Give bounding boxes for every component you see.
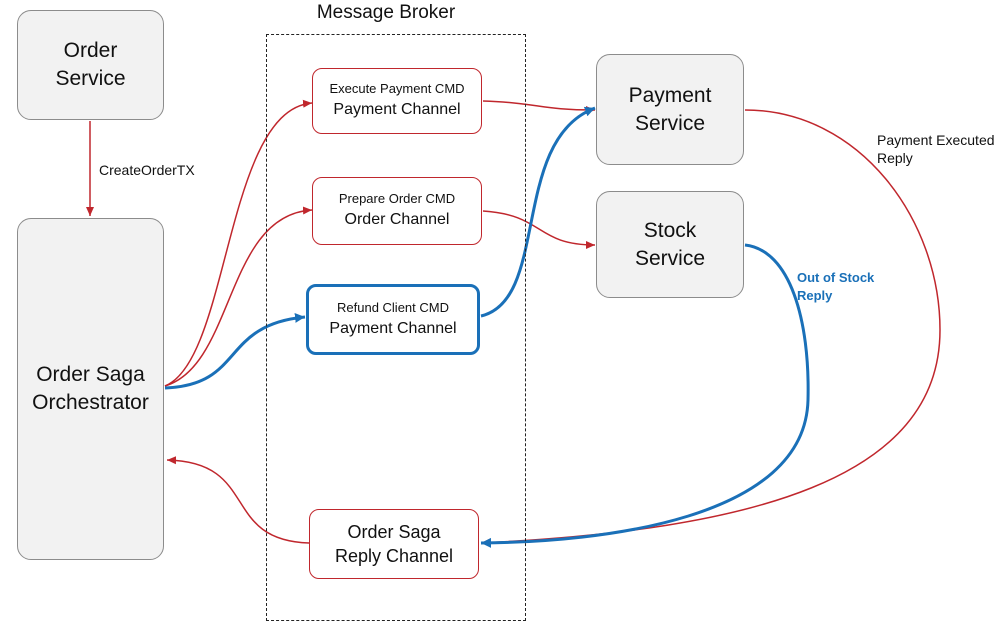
stock-reply-label-2: Reply — [797, 288, 833, 303]
execute-payment-cmd: Execute Payment CMD — [329, 81, 465, 96]
refund-client-cmd: Refund Client CMD — [337, 299, 449, 315]
payment-reply-label-1: Payment Executed — [877, 132, 995, 148]
order-service-label-1: Order — [63, 39, 118, 62]
stock-reply-label: Out of Stock Reply — [797, 269, 874, 305]
arrow-to-execute-payment — [164, 99, 313, 387]
prepare-order-channel-name: Order Channel — [344, 211, 450, 228]
stock-reply-label-1: Out of Stock — [797, 270, 875, 285]
arrow-refund-to-payment — [480, 106, 596, 318]
arrow-reply-to-orchestrator — [166, 456, 310, 544]
stock-service-label-2: Service — [634, 246, 706, 270]
prepare-order-channel: Prepare Order CMD Order Channel — [312, 177, 482, 245]
order-service-label-2: Service — [55, 67, 126, 90]
arrow-to-prepare-order — [164, 206, 313, 387]
reply-channel: Order Saga Reply Channel — [309, 509, 479, 579]
payment-reply-label: Payment Executed Reply — [877, 131, 995, 167]
orchestrator-node: Order Saga Orchestrator — [17, 218, 164, 560]
arrow-prepare-to-stock — [482, 210, 596, 249]
refund-client-channel: Refund Client CMD Payment Channel — [306, 284, 480, 355]
payment-service-label-1: Payment — [628, 83, 712, 107]
reply-channel-label-1: Order Saga — [347, 522, 441, 542]
execute-payment-channel-name: Payment Channel — [333, 101, 461, 118]
orchestrator-label-2: Orchestrator — [32, 391, 149, 414]
arrow-payment-reply — [480, 109, 941, 547]
message-broker-boundary — [266, 34, 526, 621]
stock-service-label-1: Stock — [643, 218, 697, 242]
stock-service-node: Stock Service — [596, 191, 744, 298]
payment-service-node: Payment Service — [596, 54, 744, 165]
payment-reply-label-2: Reply — [877, 150, 913, 166]
create-order-label: CreateOrderTX — [99, 162, 195, 178]
prepare-order-cmd: Prepare Order CMD — [338, 191, 456, 206]
refund-client-channel-name: Payment Channel — [329, 319, 457, 337]
reply-channel-label-2: Reply Channel — [334, 546, 454, 566]
order-service-node: Order Service — [17, 10, 164, 120]
arrow-to-refund-client — [164, 312, 306, 390]
arrow-stock-reply — [480, 243, 810, 548]
arrow-execute-to-payment — [482, 100, 596, 114]
orchestrator-label-1: Order Saga — [36, 363, 145, 386]
message-broker-title: Message Broker — [316, 2, 456, 23]
execute-payment-channel: Execute Payment CMD Payment Channel — [312, 68, 482, 134]
payment-service-label-2: Service — [634, 111, 706, 135]
